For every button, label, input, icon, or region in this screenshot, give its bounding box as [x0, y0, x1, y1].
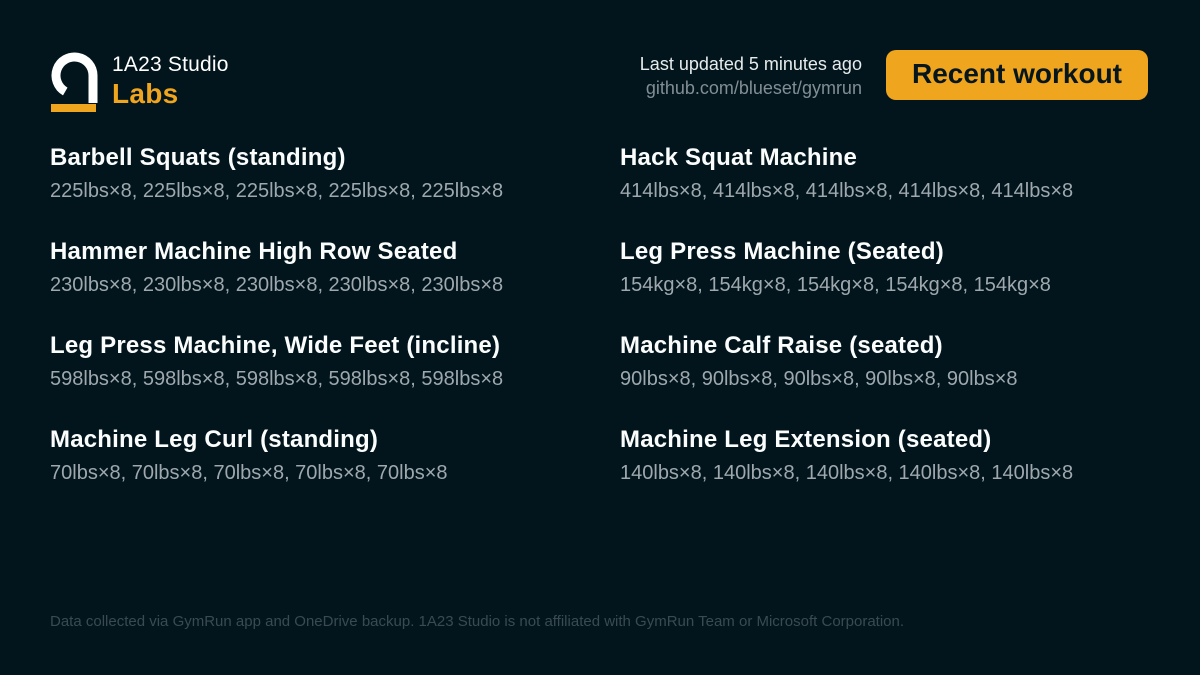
exercise-sets: 140lbs×8, 140lbs×8, 140lbs×8, 140lbs×8, …	[620, 462, 1074, 484]
brand-text: 1A23 Studio Labs	[112, 50, 229, 110]
exercise-name: Machine Leg Extension (seated)	[620, 426, 992, 453]
disclaimer-text: Data collected via GymRun app and OneDri…	[50, 613, 905, 630]
exercise-sets: 90lbs×8, 90lbs×8, 90lbs×8, 90lbs×8, 90lb…	[620, 368, 1018, 390]
exercise-sets: 230lbs×8, 230lbs×8, 230lbs×8, 230lbs×8, …	[50, 274, 504, 296]
brand-logo: 1A23 Studio Labs	[50, 50, 229, 112]
exercise-name: Hack Squat Machine	[620, 144, 858, 171]
exercise-sets: 414lbs×8, 414lbs×8, 414lbs×8, 414lbs×8, …	[620, 180, 1074, 202]
exercise-name: Leg Press Machine (Seated)	[620, 238, 944, 265]
exercise-entry: Hack Squat Machine 414lbs×8, 414lbs×8, 4…	[620, 144, 1150, 204]
brand-logo-icon	[50, 50, 102, 112]
exercise-entry: Leg Press Machine (Seated) 154kg×8, 154k…	[620, 238, 1150, 298]
exercise-entry: Leg Press Machine, Wide Feet (incline) 5…	[50, 332, 620, 392]
exercise-name: Machine Calf Raise (seated)	[620, 332, 943, 359]
exercise-grid: Barbell Squats (standing) 225lbs×8, 225l…	[50, 144, 1150, 486]
brand-sub-label: Labs	[112, 78, 179, 109]
exercise-entry: Machine Leg Curl (standing) 70lbs×8, 70l…	[50, 426, 620, 486]
header: 1A23 Studio Labs Last updated 5 minutes …	[50, 50, 1148, 112]
header-right: Last updated 5 minutes ago github.com/bl…	[640, 50, 1148, 100]
exercise-entry: Machine Calf Raise (seated) 90lbs×8, 90l…	[620, 332, 1150, 392]
brand-name: 1A23 Studio	[112, 53, 229, 76]
exercise-sets: 598lbs×8, 598lbs×8, 598lbs×8, 598lbs×8, …	[50, 368, 504, 390]
exercise-sets: 225lbs×8, 225lbs×8, 225lbs×8, 225lbs×8, …	[50, 180, 504, 202]
exercise-entry: Hammer Machine High Row Seated 230lbs×8,…	[50, 238, 620, 298]
exercise-sets: 70lbs×8, 70lbs×8, 70lbs×8, 70lbs×8, 70lb…	[50, 462, 448, 484]
update-info: Last updated 5 minutes ago github.com/bl…	[640, 50, 862, 100]
repo-url-link[interactable]: github.com/blueset/gymrun	[645, 78, 862, 98]
exercise-name: Barbell Squats (standing)	[50, 144, 346, 171]
exercise-entry: Barbell Squats (standing) 225lbs×8, 225l…	[50, 144, 620, 204]
exercise-name: Machine Leg Curl (standing)	[50, 426, 379, 453]
exercise-name: Hammer Machine High Row Seated	[50, 238, 458, 265]
exercise-sets: 154kg×8, 154kg×8, 154kg×8, 154kg×8, 154k…	[620, 274, 1051, 296]
last-updated-text: Last updated 5 minutes ago	[639, 54, 862, 74]
recent-workout-button[interactable]: Recent workout	[885, 50, 1148, 100]
exercise-name: Leg Press Machine, Wide Feet (incline)	[50, 332, 501, 359]
exercise-entry: Machine Leg Extension (seated) 140lbs×8,…	[620, 426, 1150, 486]
